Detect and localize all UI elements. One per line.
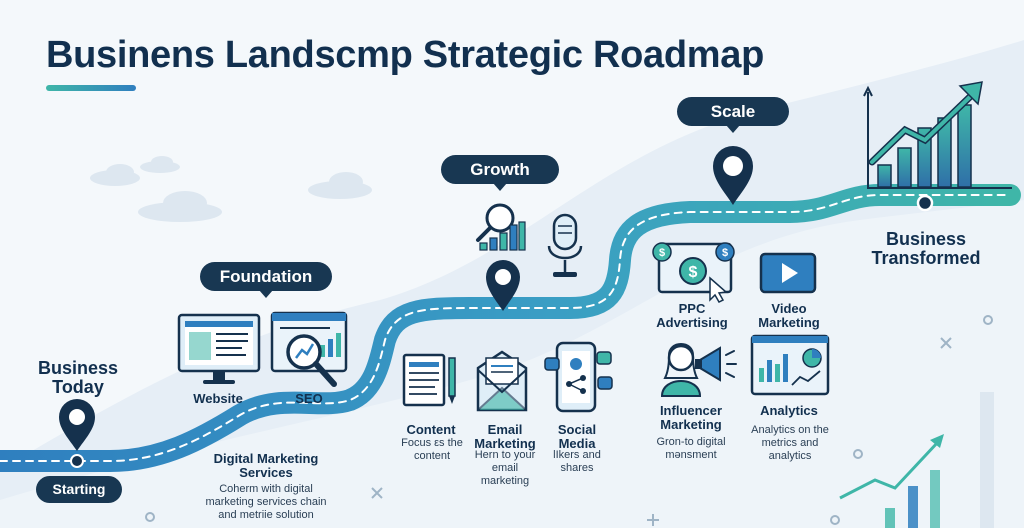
document-icon: [402, 353, 456, 407]
page-title: Businens Landscmp Strategic Roadmap: [46, 34, 764, 76]
services-desc-line1: Coherm with digital: [219, 483, 313, 495]
digital-marketing-services-desc: Coherm with digital marketing services c…: [190, 483, 342, 523]
seo-label: SEO: [295, 391, 323, 406]
email-icon: [476, 350, 528, 412]
email-desc-line1: Hern to your: [474, 449, 536, 461]
business-today-line2: Today: [52, 377, 104, 398]
content-title: Content: [406, 422, 456, 437]
video-title-line1: Video: [771, 301, 807, 316]
svg-text:$: $: [722, 247, 728, 259]
ppc-dollar-icon: $ $ $: [652, 242, 735, 303]
content-desc-line2: content: [413, 450, 451, 463]
business-transformed-label: Business Transformed: [856, 229, 996, 269]
email-title-line2: Marketing: [474, 435, 536, 451]
services-desc-line3: and metriie solution: [218, 509, 314, 522]
email-marketing-title: Email Marketing: [470, 423, 540, 450]
ppc-advertising-title: PPC Advertising: [650, 302, 734, 329]
video-play-icon: [759, 252, 817, 294]
ppc-title-line2: Advertising: [656, 314, 728, 330]
map-pin-icon: [486, 260, 520, 311]
influencer-marketing-title: Influencer Marketing: [648, 404, 734, 431]
analytics-desc: Analytics on the metrics and analytics: [744, 424, 836, 464]
content-desc-line1: Focus εs the: [401, 437, 463, 449]
analytics-desc-line3: analytics: [768, 450, 812, 463]
services-title-line1: Digital Marketing: [213, 451, 319, 466]
business-today-line1: Business: [37, 358, 119, 378]
video-marketing-title: Video Marketing: [750, 302, 828, 329]
influencer-desc-line1: Gron-to digital: [656, 436, 726, 448]
svg-text:$: $: [689, 264, 698, 281]
sparkle-decoration: [145, 315, 993, 526]
microphone-icon: [547, 213, 583, 277]
social-media-title: Social Media: [546, 423, 608, 450]
search-chart-icon: [476, 203, 526, 251]
cloud-icon: [90, 156, 372, 222]
email-title-line1: Email: [487, 422, 523, 437]
road-center-line: [0, 194, 1011, 462]
growth-chart-icon: [863, 81, 1012, 189]
influencer-title-line1: Influencer: [659, 403, 723, 418]
business-transformed-line1: Business: [885, 229, 967, 249]
social-title-line2: Media: [558, 435, 596, 451]
seo-magnifier-icon: [270, 311, 348, 387]
analytics-desc-line2: metrics and: [761, 437, 819, 450]
start-point: [70, 454, 84, 468]
influencer-person-icon: [660, 343, 702, 397]
stage-label-growth: Growth: [441, 155, 559, 191]
influencer-title-line2: Marketing: [660, 416, 722, 432]
social-title-line1: Social: [557, 422, 597, 437]
stage-label-foundation: Foundation: [200, 262, 332, 298]
analytics-dashboard-icon: [750, 334, 830, 396]
services-title-line2: Services: [239, 464, 293, 480]
email-desc-line2: email: [491, 462, 519, 475]
video-title-line2: Marketing: [758, 314, 820, 330]
digital-marketing-services-title: Digital Marketing Services: [196, 452, 336, 479]
svg-text:$: $: [659, 247, 665, 259]
bottom-growth-chart-icon: [839, 392, 994, 528]
ppc-title-line1: PPC: [678, 301, 706, 316]
megaphone-icon: [695, 346, 737, 382]
website-label: Website: [193, 391, 243, 406]
email-marketing-desc: Hern to your email marketing: [466, 449, 544, 489]
content-desc: Focus εs the content: [392, 437, 472, 463]
email-desc-line3: marketing: [480, 475, 530, 488]
map-pin-icon: [713, 146, 753, 205]
analytics-title: Analytics: [760, 403, 818, 418]
business-today-label: Business Today: [30, 358, 126, 398]
starting-badge: Starting: [36, 476, 122, 503]
smartphone-social-icon: [544, 341, 613, 413]
social-media-desc: lIkers and shares: [542, 449, 612, 475]
services-desc-line2: marketing services chain: [205, 496, 327, 509]
analytics-desc-line1: Analytics on the: [751, 424, 829, 436]
map-pin-icon: [59, 399, 95, 451]
title-underline: [46, 85, 136, 91]
stage-label-scale: Scale: [677, 97, 789, 133]
influencer-marketing-desc: Gron-to digital mənsment: [646, 436, 736, 462]
social-desc-line1: lIkers and: [553, 449, 601, 461]
influencer-desc-line2: mənsment: [665, 449, 717, 462]
social-desc-line2: shares: [560, 462, 594, 475]
business-transformed-line2: Transformed: [871, 248, 981, 269]
monitor-icon: [177, 313, 261, 384]
end-point: [916, 194, 934, 212]
